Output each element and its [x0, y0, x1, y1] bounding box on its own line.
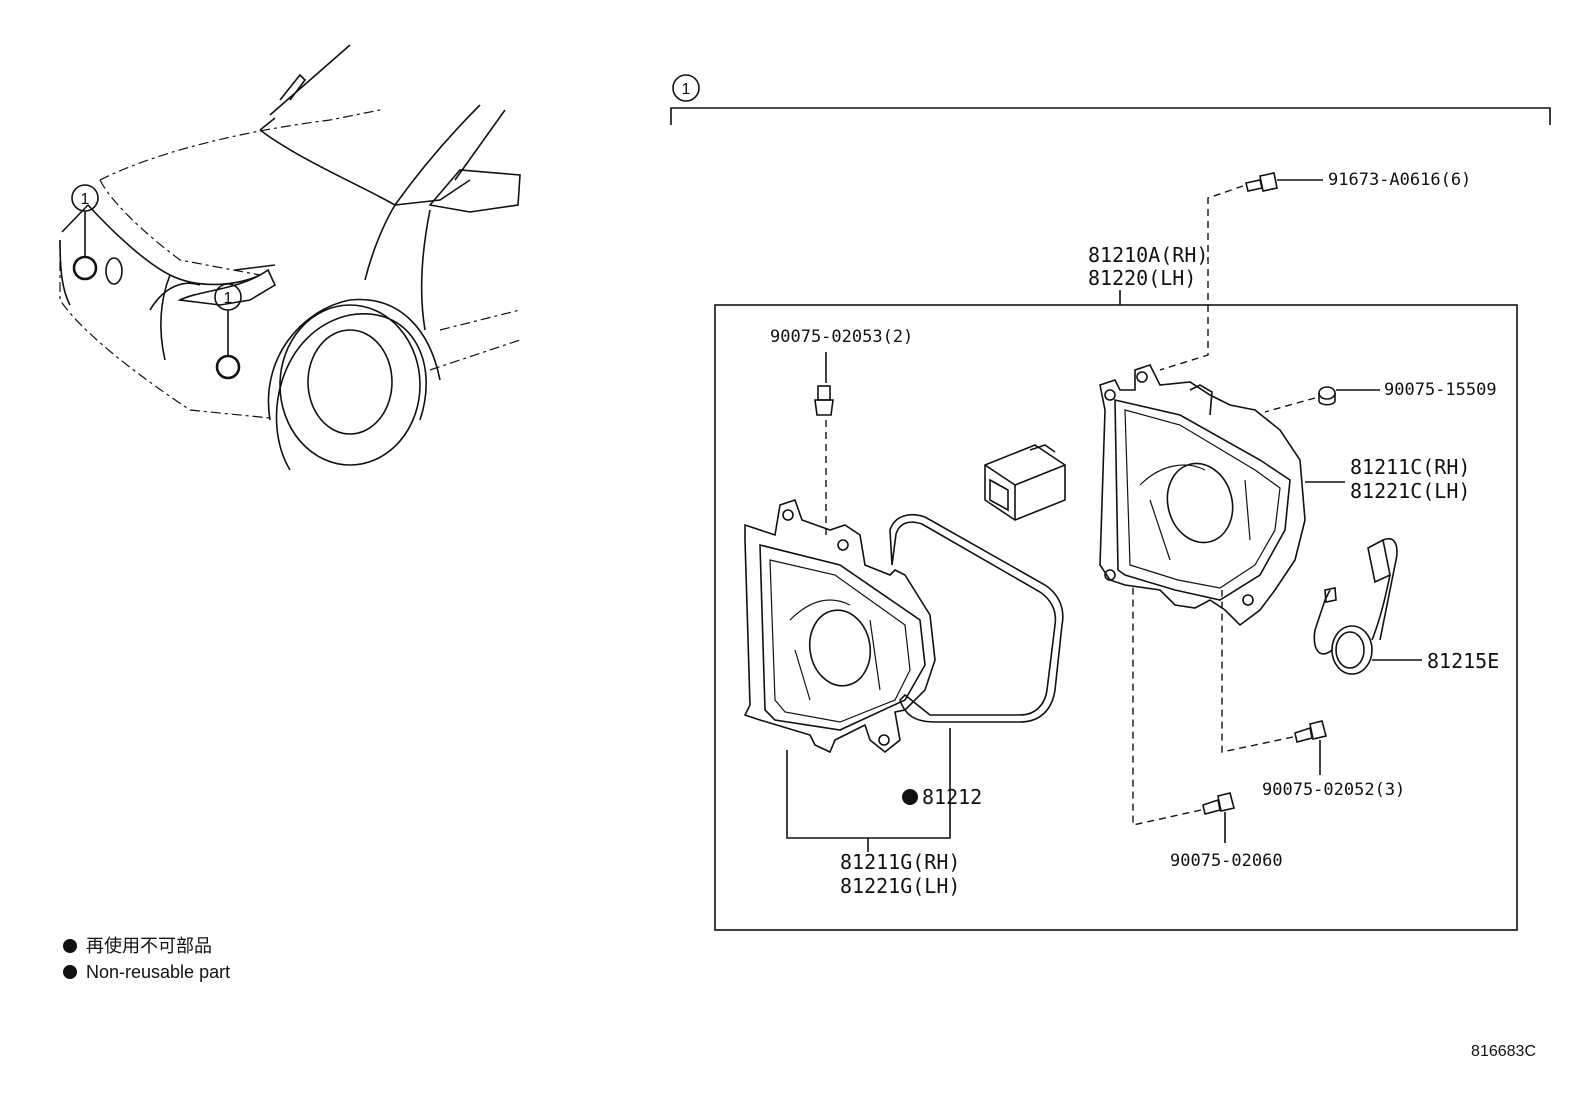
part-label-socket: 81215E	[1427, 649, 1499, 673]
svg-text:1: 1	[682, 81, 691, 98]
bolt-top-icon	[1245, 172, 1278, 192]
part-label-nut-right: 90075-15509	[1384, 380, 1497, 400]
legend-dot-icon-en	[63, 965, 77, 979]
screw-bottom-icon	[1202, 792, 1235, 815]
part-label-lamp-c-lh: 81221C(LH)	[1350, 479, 1470, 503]
part-label-screw-left: 90075-02053(2)	[770, 327, 913, 347]
part-label-housing-lh: 81220(LH)	[1088, 266, 1196, 290]
screw-left-icon	[814, 385, 834, 416]
part-label-lamp-g-rh: 81211G(RH)	[840, 850, 960, 874]
part-label-housing-rh: 81210A(RH)	[1088, 243, 1208, 267]
part-label-screw-right: 90075-02052(3)	[1262, 780, 1405, 800]
non-reusable-dot-icon	[902, 789, 918, 805]
part-label-lamp-g-lh: 81221G(LH)	[840, 874, 960, 898]
fog-lamp-rear-assembly	[1099, 364, 1306, 627]
illustration-code: 816683C	[1471, 1043, 1536, 1060]
bulb-socket-icon	[1313, 538, 1398, 675]
legend-text-jp: 再使用不可部品	[86, 936, 212, 956]
part-label-lamp-c-rh: 81211C(RH)	[1350, 455, 1470, 479]
screw-right-icon	[1294, 720, 1327, 743]
part-label-screw-bottom: 90075-02060	[1170, 851, 1283, 871]
vehicle-front-sketch	[59, 44, 521, 471]
part-label-gasket: 81212	[922, 785, 982, 809]
assembly-box	[714, 304, 1518, 931]
callout-marker-main: 1	[672, 74, 700, 102]
legend-text-en: Non-reusable part	[86, 962, 230, 982]
callout-marker-left-a: 1	[71, 184, 99, 212]
svg-text:1: 1	[81, 191, 90, 208]
part-label-bolt-top: 91673-A0616(6)	[1328, 170, 1471, 190]
control-module-icon	[984, 444, 1066, 521]
nut-icon	[1318, 386, 1336, 406]
callout-marker-left-b: 1	[214, 283, 242, 311]
fog-lamp-front-assembly	[743, 498, 936, 754]
gasket-shape	[889, 514, 1064, 723]
svg-text:1: 1	[224, 290, 233, 307]
legend-dot-icon-jp	[63, 939, 77, 953]
